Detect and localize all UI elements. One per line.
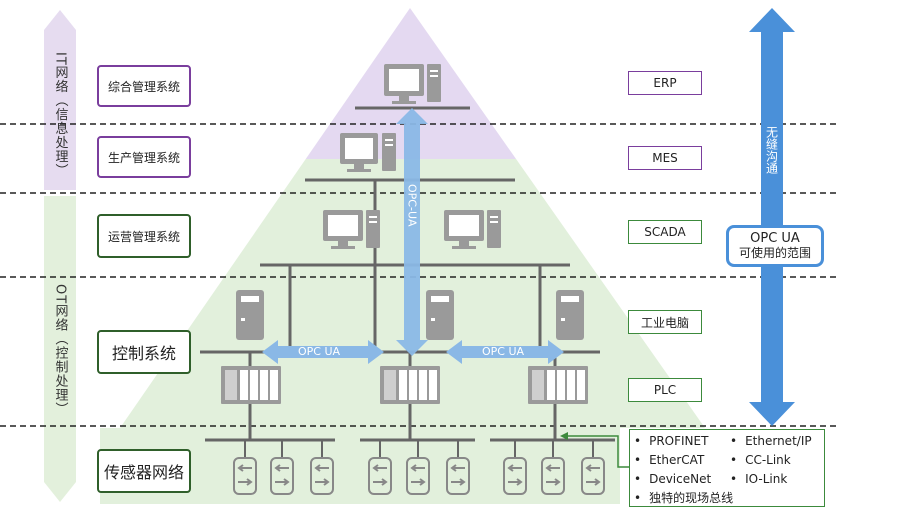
- system-plc: PLC: [628, 378, 702, 402]
- desktop-scada-left: [323, 210, 380, 249]
- plc-rack-center: [380, 366, 440, 404]
- sensor-device-icon: [541, 457, 565, 495]
- system-scada: SCADA: [628, 220, 702, 244]
- opc-vertical-arrow: [396, 108, 428, 356]
- seamless-arrow: [749, 8, 795, 426]
- level-scada-system: 运营管理系统: [97, 214, 191, 258]
- industrial-pc-center: [426, 290, 454, 340]
- opc-ua-range-box: OPC UA 可使用的范围: [726, 225, 824, 267]
- system-mes: MES: [628, 146, 702, 170]
- sensor-device-icon: [406, 457, 430, 495]
- ot-network-label: OT网络（控制处理）: [52, 283, 68, 417]
- system-ipc: 工业电脑: [628, 310, 702, 334]
- opc-range-subtitle: 可使用的范围: [738, 245, 811, 260]
- opc-horizontal-right-label: OPC UA: [482, 345, 525, 358]
- level-erp-system: 综合管理系统: [97, 65, 191, 107]
- fieldbus-item: CC-Link: [730, 453, 791, 467]
- sensor-device-icon: [233, 457, 257, 495]
- it-band-arrow: [44, 10, 76, 190]
- sensor-device-icon: [503, 457, 527, 495]
- fieldbus-unique: 独特的现场总线: [634, 489, 733, 506]
- industrial-pc-left: [236, 290, 264, 340]
- opc-vertical-label: OPC-UA: [405, 183, 419, 227]
- industrial-pc-right: [556, 290, 584, 340]
- sensor-device-icon: [270, 457, 294, 495]
- desktop-scada-right: [444, 210, 501, 249]
- fieldbus-connector: [562, 435, 630, 468]
- fieldbus-item: Ethernet/IP: [730, 434, 812, 448]
- level-mes-system: 生产管理系统: [97, 136, 191, 178]
- sensor-device-icon: [310, 457, 334, 495]
- plc-rack-left: [221, 366, 281, 404]
- level-control-system: 控制系统: [97, 330, 191, 374]
- opc-horizontal-left-label: OPC UA: [298, 345, 341, 358]
- sensor-device-icon: [446, 457, 470, 495]
- desktop-erp: [384, 64, 441, 104]
- plc-rack-right: [528, 366, 588, 404]
- it-network-label: IT网络（信息处理）: [52, 52, 68, 178]
- fieldbus-item: PROFINET: [634, 434, 708, 448]
- fieldbus-list: PROFINET Ethernet/IP EtherCAT CC-Link De…: [629, 429, 825, 507]
- desktop-mes: [340, 133, 396, 172]
- fieldbus-item: EtherCAT: [634, 453, 704, 467]
- opc-horizontal-arrow-left: [262, 340, 384, 364]
- opc-horizontal-arrow-right: [446, 340, 564, 364]
- sensor-group: [233, 457, 605, 495]
- sensor-drops: [244, 440, 594, 458]
- sensor-device-icon: [368, 457, 392, 495]
- sensor-device-icon: [581, 457, 605, 495]
- level-sensor-network: 传感器网络: [97, 449, 191, 493]
- system-erp: ERP: [628, 71, 702, 95]
- opc-range-title: OPC UA: [750, 230, 800, 246]
- seamless-communication-label: 无缝沟通: [764, 126, 779, 174]
- fieldbus-item: DeviceNet: [634, 472, 711, 486]
- fieldbus-item: IO-Link: [730, 472, 787, 486]
